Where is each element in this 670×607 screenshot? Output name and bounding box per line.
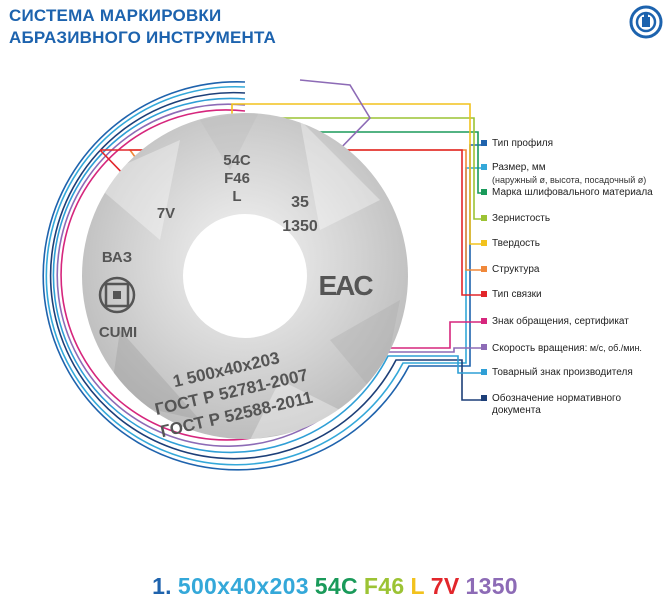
line-document [49,91,483,460]
company-logo-icon [629,5,663,39]
wheel-brand: CUMI [99,324,137,341]
page-title: СИСТЕМА МАРКИРОВКИ АБРАЗИВНОГО ИНСТРУМЕН… [9,5,276,49]
wheel-hardness: L [232,188,241,205]
line-trademark [52,97,483,454]
wheel-material: 54C [223,152,251,169]
wheel-speed-rpm: 1350 [282,218,318,235]
bottom-code-part: 54C [314,573,358,599]
title-line-2: АБРАЗИВНОГО ИНСТРУМЕНТА [9,28,277,47]
bottom-code-part: 500х40х203 [177,573,309,599]
wheel-bond: 7V [157,205,175,222]
line-size [45,85,483,466]
line-profile [42,81,483,471]
bottom-code-part: 7V [430,573,460,599]
bottom-code-part: 1. [152,573,172,599]
bottom-code-part: L [410,573,425,599]
wheel-grit: F46 [224,170,250,187]
eac-mark: EAC [318,270,373,301]
title-line-1: СИСТЕМА МАРКИРОВКИ [9,6,222,25]
cumi-trademark-icon [98,276,136,314]
bottom-code-part: 1350 [465,573,518,599]
wheel-speed-ms: 35 [291,194,309,211]
bottom-code-part: F46 [363,573,405,599]
wheel-factory: ВАЗ [102,249,132,266]
center-hole [183,214,307,338]
